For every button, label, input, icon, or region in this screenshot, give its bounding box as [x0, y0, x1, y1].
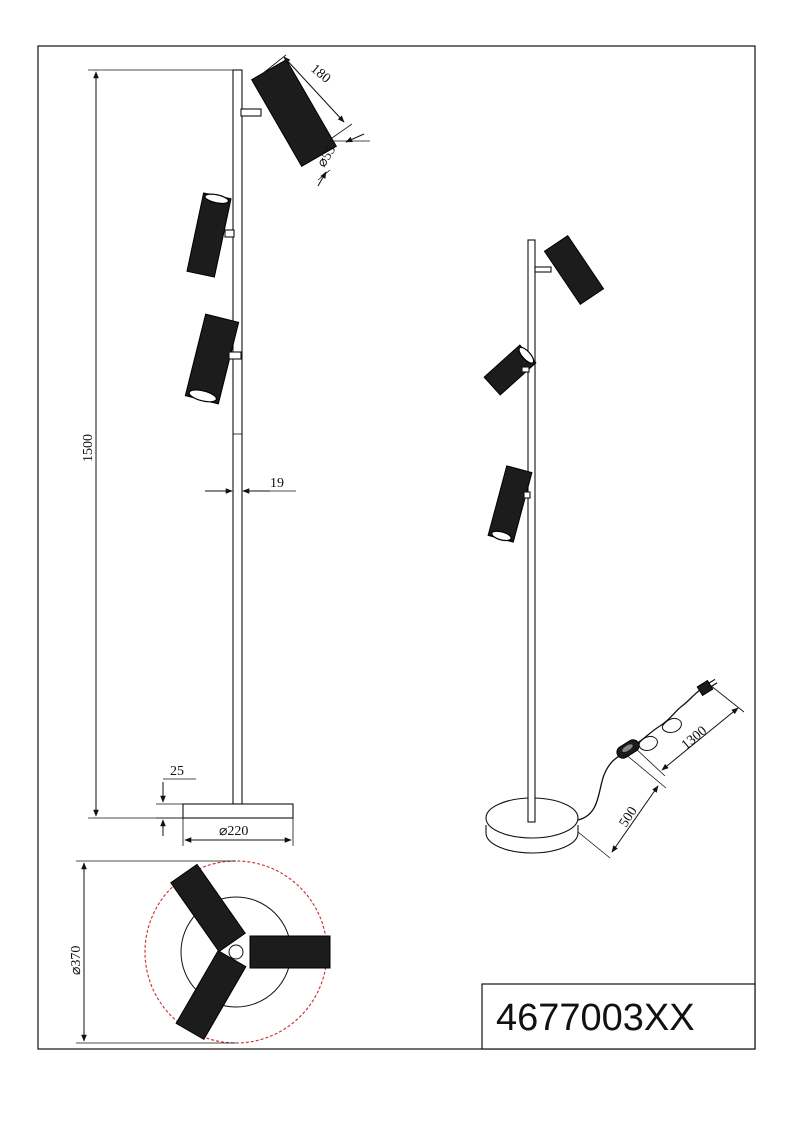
dim-switch-to-plug: 1300: [679, 724, 710, 753]
spotlight-lower-mount: [228, 351, 242, 360]
perspective-spot-top: [543, 234, 605, 306]
spotlight-top-mount: [240, 108, 262, 117]
drawing-frame: [37, 45, 756, 1050]
perspective-spot-lower: [487, 465, 533, 543]
dim-spread-diameter: ⌀370: [69, 946, 84, 975]
spotlight-middle: [186, 192, 232, 278]
inline-switch: [616, 739, 640, 759]
lamp-base: [182, 803, 294, 819]
dim-shade-length: 180: [307, 62, 333, 87]
dim-base-diameter: ⌀220: [219, 824, 248, 839]
perspective-pole: [527, 239, 536, 823]
dim-total-height: 1500: [81, 434, 96, 462]
perspective-spot-middle: [483, 344, 537, 396]
product-code: 4677003XX: [496, 997, 695, 1039]
power-plug: [696, 678, 718, 697]
dim-cable-to-switch: 500: [617, 804, 641, 830]
top-view: ⌀370: [69, 860, 331, 1044]
front-elevation: 180 ⌀55 1500 19 25 ⌀220: [81, 54, 370, 846]
lamp-pole: [232, 69, 243, 805]
spot-top-view-3: [175, 949, 247, 1041]
hub-top-view: [228, 944, 244, 960]
spotlight-lower: [184, 313, 240, 405]
perspective-view: 500 1300: [483, 234, 745, 859]
title-block: [481, 983, 756, 1050]
spot-top-view-2: [249, 935, 331, 969]
dim-pole-diameter: 19: [270, 476, 284, 491]
spotlight-middle-mount: [224, 229, 235, 238]
spot-top-view-1: [170, 863, 246, 953]
dim-base-height: 25: [170, 764, 184, 779]
